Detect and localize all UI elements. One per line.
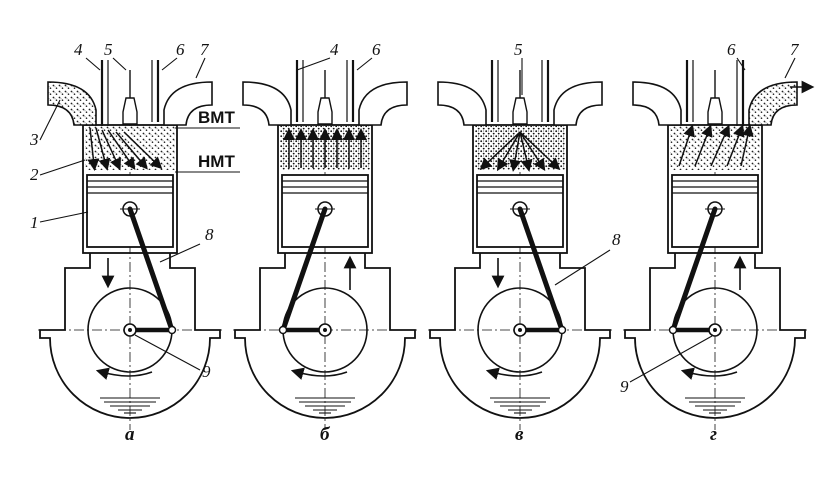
label-6-a: 6: [176, 40, 185, 59]
label-6-d: 6: [727, 40, 736, 59]
spark-plug: [512, 97, 528, 125]
engine-panel-v: [428, 60, 612, 430]
label-1: 1: [30, 213, 39, 232]
intake-port: [47, 81, 97, 126]
exhaust-port: [358, 81, 408, 126]
label-tdc: ВМТ: [198, 108, 235, 127]
panel-caption-v: в: [515, 424, 524, 445]
crank-pin: [557, 325, 567, 335]
spark-plug: [122, 97, 138, 125]
label-6-b: 6: [372, 40, 381, 59]
label-4-b: 4: [330, 40, 339, 59]
label-5-c: 5: [514, 40, 523, 59]
crank-pin: [278, 325, 288, 335]
exhaust-port: [163, 81, 213, 126]
label-9-d: 9: [620, 377, 629, 396]
charge-flow-arrows: [87, 127, 163, 171]
label-bdc: НМТ: [198, 152, 235, 171]
intake-port: [242, 81, 292, 126]
charge-region: [670, 126, 760, 170]
engine-panel-g: [623, 60, 807, 430]
label-8-c: 8: [612, 230, 621, 249]
charge-flow-arrows: [678, 124, 754, 167]
intake-port: [632, 81, 682, 126]
panel-caption-a: а: [125, 424, 135, 445]
label-8-a: 8: [205, 225, 214, 244]
spark-plug: [317, 97, 333, 125]
label-3: 3: [29, 130, 39, 149]
crank-pin: [668, 325, 678, 335]
connecting-rod: [517, 206, 565, 333]
label-2: 2: [30, 165, 39, 184]
panel-caption-b: б: [320, 424, 331, 445]
label-4-a: 4: [74, 40, 83, 59]
connecting-rod: [127, 206, 175, 333]
engine-panel-a: [38, 60, 222, 430]
charge-flow-arrows: [479, 131, 561, 172]
label-5-a: 5: [104, 40, 113, 59]
exhaust-port: [748, 81, 798, 126]
label-7-d: 7: [790, 40, 800, 59]
panel-caption-g: г: [710, 424, 717, 445]
engine-panel-b: [233, 60, 417, 430]
label-7-a: 7: [200, 40, 210, 59]
exhaust-port: [553, 81, 603, 126]
label-9-a: 9: [202, 362, 211, 381]
crank-pin: [167, 325, 177, 335]
charge-flow-arrows: [283, 128, 367, 168]
connecting-rod: [280, 206, 328, 333]
spark-plug: [707, 97, 723, 125]
intake-port: [437, 81, 487, 126]
connecting-rod: [670, 206, 718, 333]
